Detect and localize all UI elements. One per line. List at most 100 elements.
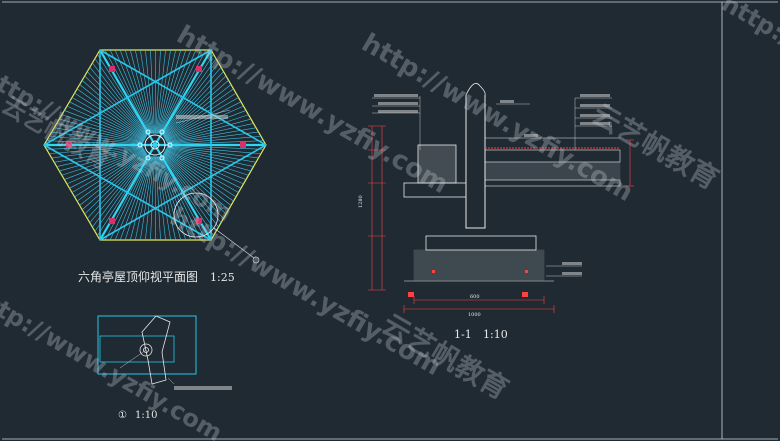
rafter-line (104, 156, 150, 241)
rafter-line (79, 152, 147, 206)
watermark-url-2: http://www.yzfiy.com (165, 202, 447, 382)
rafter-line (81, 80, 147, 138)
rafter-line (140, 49, 154, 134)
ring-beams (43, 49, 267, 241)
rafter-line (160, 156, 202, 241)
rafter-line (155, 49, 166, 134)
rafter-line (145, 156, 155, 241)
section-curb-fill (418, 145, 456, 183)
rafter-line (162, 58, 217, 135)
rafter-line (168, 145, 264, 150)
watermark-url-4: http://www.yzfiy.com (717, 0, 780, 155)
section-label: 1-1 (454, 328, 472, 341)
rafter-line (79, 84, 147, 138)
left-dimension-line (368, 125, 386, 291)
rafter-line (94, 155, 149, 232)
section-footing-top (425, 235, 537, 251)
detail-scale: 1:10 (135, 410, 157, 421)
rafter-line (76, 88, 146, 139)
rafter-line (92, 154, 148, 228)
rafter-line (64, 148, 145, 180)
rafter-line (74, 92, 146, 140)
section-curb-base (403, 182, 467, 198)
rafter-line (166, 118, 252, 143)
rebar-marks (408, 270, 528, 297)
rafter-line (150, 156, 155, 241)
rafter-line (59, 147, 144, 172)
rafter-line (156, 156, 171, 241)
rafter-line (69, 101, 145, 141)
rafter-line (109, 49, 150, 134)
rafter-line (163, 153, 227, 215)
detail-note-mark (174, 386, 232, 390)
rafter-line (46, 140, 142, 145)
rafter-line (162, 62, 219, 136)
section-footing (413, 249, 545, 281)
rafter-line (167, 136, 262, 145)
detail-callout-circle (173, 192, 219, 238)
rafter-line (84, 75, 147, 137)
paving-layer-1 (484, 149, 621, 163)
rafter-line (140, 156, 154, 241)
rafter-line (165, 105, 244, 141)
column-markers (66, 66, 246, 224)
center-hub (137, 129, 173, 161)
rafter-line (164, 150, 239, 193)
rafter-line (129, 156, 153, 241)
hexagon-roof-plan: 六角亭屋顶仰视平面图 1:25 (43, 49, 267, 284)
rafter-line (163, 84, 232, 138)
rafter-line (161, 155, 214, 236)
rafter-line (162, 154, 219, 228)
rafter-line (135, 156, 153, 241)
rafter-line (59, 118, 144, 143)
rafter-line (129, 49, 153, 134)
rafter-line (92, 62, 148, 136)
note-text-mark (176, 115, 228, 119)
detail-leader (119, 349, 147, 369)
rafter-line (46, 145, 142, 150)
rafter-line (163, 75, 227, 137)
rafter-line (51, 131, 143, 144)
rafter-line (157, 49, 176, 134)
rafter-line (166, 114, 249, 142)
detail-callout-tag (252, 256, 260, 264)
rafter-line (150, 49, 155, 134)
paving-layer-3 (484, 179, 621, 187)
roof-plan-title: 六角亭屋顶仰视平面图 (78, 269, 198, 284)
rafter-line (97, 54, 149, 135)
rafter-line (74, 150, 146, 198)
detail-beam (141, 315, 171, 385)
rafter-line (145, 49, 155, 134)
detail-leader-2 (167, 377, 175, 385)
rafter-line (135, 49, 153, 134)
section-column-break (465, 83, 486, 96)
rafter-line (157, 49, 182, 134)
rafter-line (166, 147, 254, 167)
detail-callout-leader (213, 227, 255, 259)
rafter-line (167, 146, 259, 159)
rafter-line (155, 49, 161, 134)
rafter-line (51, 146, 143, 159)
detail-plate (99, 335, 175, 363)
detail-frame (97, 315, 197, 375)
detail-number: ① (118, 410, 127, 421)
rafter-line (114, 156, 151, 241)
rafter-line (66, 105, 145, 141)
rafter-line (155, 156, 161, 241)
rafter-line (163, 152, 229, 210)
rafter-line (165, 149, 244, 185)
rafter-line (167, 145, 262, 154)
section-drawing: 1280 600 1000 (358, 83, 634, 341)
right-dimension-line (626, 139, 634, 187)
rafter-line (161, 54, 214, 135)
rafter-line (165, 148, 247, 180)
rafter-line (159, 49, 197, 134)
rafter-line (114, 49, 151, 134)
rafter-line (71, 97, 146, 140)
rafter-line (167, 131, 259, 144)
total-height-dim: 1280 (358, 195, 364, 208)
rafter-line (109, 156, 150, 241)
rafter-line (66, 149, 145, 185)
rafter-line (165, 149, 242, 189)
